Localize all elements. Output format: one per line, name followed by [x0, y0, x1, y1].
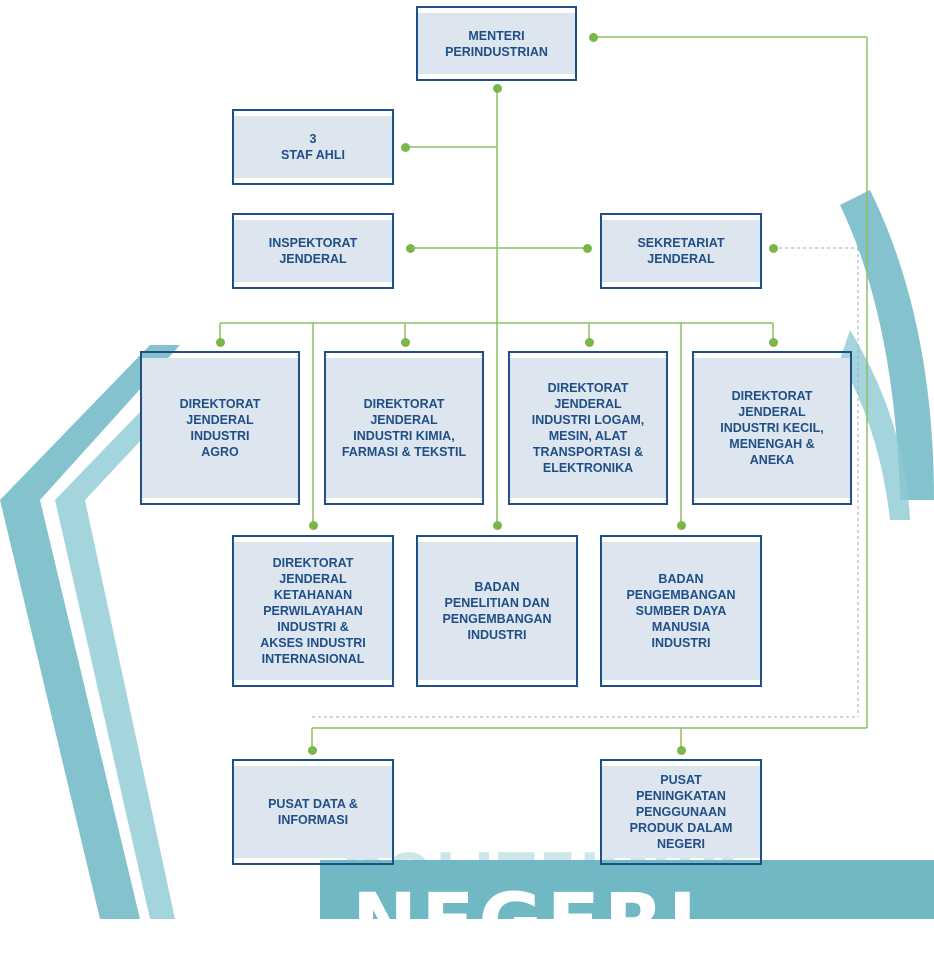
node-pusat-data-informasi: PUSAT DATA & INFORMASI — [232, 759, 394, 865]
node-dj-ikma: DIREKTORAT JENDERAL INDUSTRI KECIL, MENE… — [692, 351, 852, 505]
node-badan-penelitian: BADAN PENELITIAN DAN PENGEMBANGAN INDUST… — [416, 535, 578, 687]
node-pusat-p3dn: PUSAT PENINGKATAN PENGGUNAAN PRODUK DALA… — [600, 759, 762, 865]
connector-dot — [584, 337, 594, 347]
node-dj-industri-agro: DIREKTORAT JENDERAL INDUSTRI AGRO — [140, 351, 300, 505]
node-dj-industri-logam: DIREKTORAT JENDERAL INDUSTRI LOGAM, MESI… — [508, 351, 668, 505]
connector-dot — [215, 337, 225, 347]
connector-dot — [405, 243, 415, 253]
connector-dot — [676, 745, 686, 755]
connector-dot — [400, 142, 410, 152]
connector-dot — [492, 520, 502, 530]
connector-dot — [588, 32, 598, 42]
connector-dot — [307, 745, 317, 755]
connector-dot — [492, 83, 502, 93]
node-dj-industri-kimia: DIREKTORAT JENDERAL INDUSTRI KIMIA, FARM… — [324, 351, 484, 505]
watermark-logo — [0, 190, 934, 919]
node-badan-sdm-industri: BADAN PENGEMBANGAN SUMBER DAYA MANUSIA I… — [600, 535, 762, 687]
connector-dot — [768, 243, 778, 253]
connector-dot — [768, 337, 778, 347]
node-staf-ahli: 3 STAF AHLI — [232, 109, 394, 185]
connector-dot — [400, 337, 410, 347]
connector-dot — [308, 520, 318, 530]
node-inspektorat-jenderal: INSPEKTORAT JENDERAL — [232, 213, 394, 289]
connector-dot — [676, 520, 686, 530]
connector-lines — [219, 36, 868, 750]
node-dj-kpaii: DIREKTORAT JENDERAL KETAHANAN PERWILAYAH… — [232, 535, 394, 687]
connector-dot — [582, 243, 592, 253]
node-sekretariat-jenderal: SEKRETARIAT JENDERAL — [600, 213, 762, 289]
node-menteri-perindustrian: MENTERI PERINDUSTRIAN — [416, 6, 577, 81]
